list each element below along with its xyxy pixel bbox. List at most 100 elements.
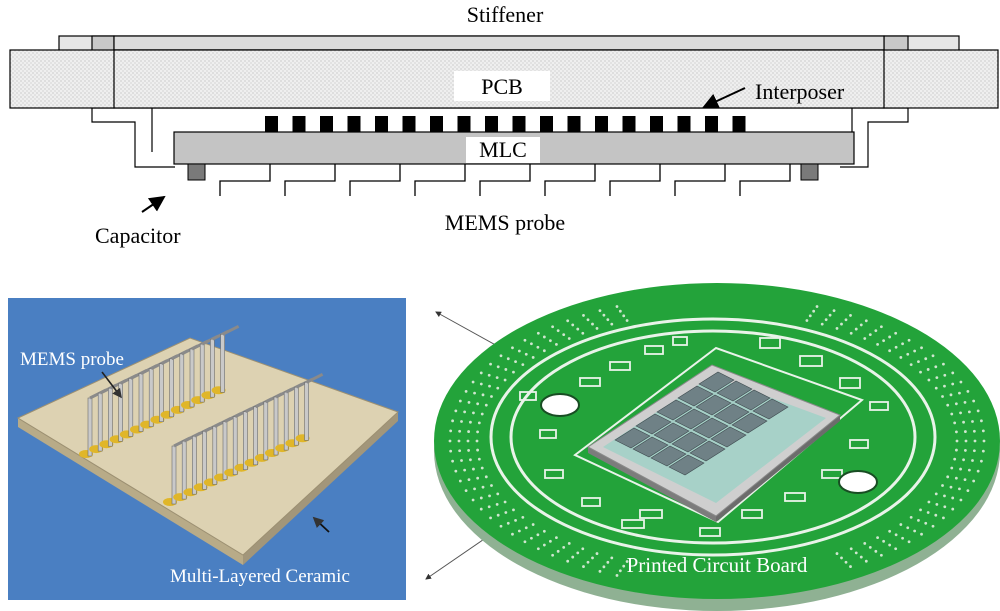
probe-needle	[220, 333, 225, 393]
contact-pad	[598, 309, 602, 313]
contact-pad	[591, 322, 594, 326]
contact-pad	[879, 325, 883, 329]
contact-pad	[487, 373, 491, 377]
contact-pad	[448, 439, 452, 443]
capacitor-arrow	[141, 195, 166, 213]
interposer-block	[375, 116, 388, 132]
contact-pad	[473, 487, 476, 491]
contact-pad	[901, 536, 904, 540]
probe-card-board-render: Printed Circuit Board	[434, 283, 1000, 611]
contact-pad	[874, 329, 878, 333]
contact-pad	[959, 467, 962, 471]
contact-pad	[963, 401, 967, 404]
contact-pad	[943, 384, 946, 388]
contact-pad	[495, 376, 499, 380]
contact-pad	[888, 529, 892, 533]
contact-pad	[888, 335, 892, 339]
smd-component	[741, 509, 763, 519]
mems-probe	[739, 164, 791, 196]
contact-pad	[868, 545, 872, 549]
contact-pad	[542, 349, 546, 353]
contact-pad	[820, 322, 824, 326]
contact-pad	[946, 475, 950, 479]
contact-pad	[602, 313, 606, 317]
contact-pad	[454, 469, 458, 473]
contact-pad	[479, 371, 483, 375]
contact-pad	[901, 342, 904, 346]
contact-pad	[615, 305, 619, 308]
contact-pad	[451, 459, 454, 463]
contact-pad	[504, 511, 508, 514]
capacitor-left	[187, 163, 206, 181]
contact-pad	[475, 439, 479, 443]
mems-probe-array	[79, 324, 324, 506]
contact-pad	[972, 449, 976, 453]
die-tile	[632, 436, 669, 458]
ceramic-side-right	[243, 412, 398, 565]
chip-frame-side	[588, 447, 716, 522]
contact-pad	[954, 402, 958, 406]
contact-pad	[931, 354, 935, 358]
contact-pad	[882, 339, 886, 343]
contact-pad	[454, 409, 458, 413]
contact-pad	[562, 545, 566, 549]
contact-pad	[463, 468, 467, 472]
contact-pad	[521, 516, 525, 519]
contact-pad	[951, 507, 955, 511]
interposer-block	[650, 116, 663, 132]
smd-component	[544, 469, 564, 479]
contact-pad	[913, 349, 917, 353]
contact-pad	[835, 552, 839, 555]
contact-pad	[941, 484, 944, 487]
die-tile	[650, 445, 687, 467]
contact-pad	[567, 542, 571, 545]
interposer-arrow	[702, 87, 746, 109]
probe-detail-mems-label: MEMS probe	[20, 349, 124, 370]
contact-pad	[926, 368, 930, 371]
contact-pad	[906, 352, 910, 356]
contact-pad	[917, 360, 920, 364]
contact-pad	[458, 449, 462, 453]
contact-pad	[942, 362, 945, 366]
contact-pad	[471, 498, 475, 502]
mems-probe	[284, 164, 336, 196]
contact-pad	[489, 516, 492, 520]
contact-pad	[958, 487, 961, 491]
capacitor-right	[800, 163, 819, 181]
mems-probe	[479, 164, 531, 196]
contact-pad	[610, 556, 614, 560]
contact-pad	[953, 421, 957, 425]
interposer-block	[567, 116, 581, 132]
contact-pad	[514, 518, 517, 522]
contact-pad	[479, 496, 483, 500]
die-tile	[692, 417, 729, 439]
contact-pad	[524, 352, 528, 356]
contact-pad	[934, 492, 938, 496]
pcb-render-label: Printed Circuit Board	[627, 553, 808, 577]
contact-pad	[924, 521, 928, 525]
contact-pad	[458, 479, 462, 483]
stiffener-label: Stiffener	[467, 2, 544, 27]
contact-pad	[920, 532, 923, 536]
contact-pad	[981, 429, 985, 433]
contact-pad	[595, 327, 599, 330]
contact-pad	[477, 421, 481, 425]
interposer-block	[732, 116, 746, 132]
probe-beam	[305, 372, 324, 384]
mlc-label-box	[466, 137, 540, 163]
die-tile	[731, 412, 768, 434]
contact-pad	[981, 449, 985, 453]
die-tile	[674, 408, 711, 430]
stiffener	[58, 35, 960, 109]
contact-pad	[950, 466, 954, 470]
contact-pad	[888, 349, 892, 353]
mems-probe-row	[219, 164, 791, 196]
contact-pad	[926, 511, 930, 514]
contact-pad	[610, 322, 614, 326]
smd-component	[839, 377, 861, 389]
contact-pad	[954, 476, 958, 480]
contact-pad	[615, 574, 619, 577]
contact-pad	[451, 419, 454, 423]
contact-pad	[481, 393, 485, 397]
contact-pad	[913, 529, 917, 533]
